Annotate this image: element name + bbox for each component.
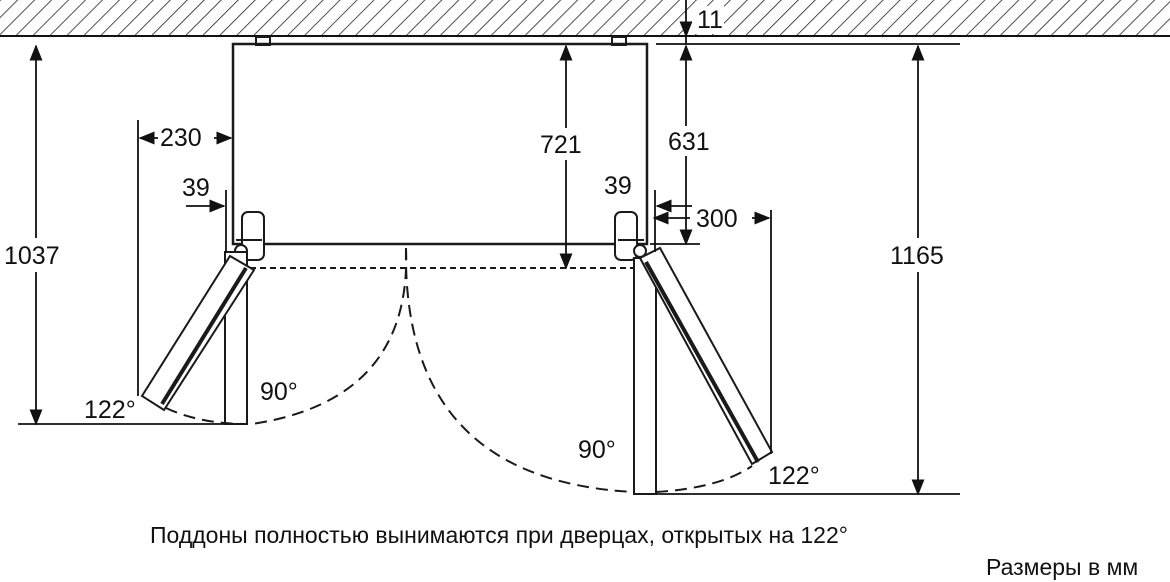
- dim-left-total-depth: 1037: [4, 242, 60, 270]
- right-door-90: [633, 257, 657, 495]
- swing-arcs: [165, 247, 753, 493]
- dim-left-door-offset: 230: [160, 124, 202, 152]
- right-hinge: [614, 211, 647, 261]
- dim-right-door-offset: 300: [696, 205, 738, 233]
- dim-body-depth: 721: [540, 131, 582, 159]
- units-note: Размеры в мм: [986, 554, 1139, 580]
- right-door-122: [638, 246, 774, 466]
- wall-hatch: [0, 0, 1170, 37]
- fridge-body: [231, 36, 649, 269]
- dim-wall-gap: 11: [697, 6, 723, 34]
- dimension-lines: [18, 0, 960, 496]
- dim-side-depth: 631: [668, 128, 710, 156]
- angle-left-122: 122°: [84, 396, 136, 424]
- tray-removal-note: Поддоны полностью вынимаются при дверцах…: [150, 522, 848, 548]
- left-door-122: [140, 254, 256, 412]
- angle-left-90: 90°: [260, 378, 298, 406]
- dim-left-hinge: 39: [182, 174, 210, 202]
- angle-right-90: 90°: [578, 436, 616, 464]
- dimension-labels: 11 230 39 721 631 39 300 1037 1165 122° …: [0, 6, 956, 490]
- angle-right-122: 122°: [768, 462, 820, 490]
- dim-right-total-depth: 1165: [890, 242, 944, 270]
- dim-right-hinge: 39: [604, 172, 632, 200]
